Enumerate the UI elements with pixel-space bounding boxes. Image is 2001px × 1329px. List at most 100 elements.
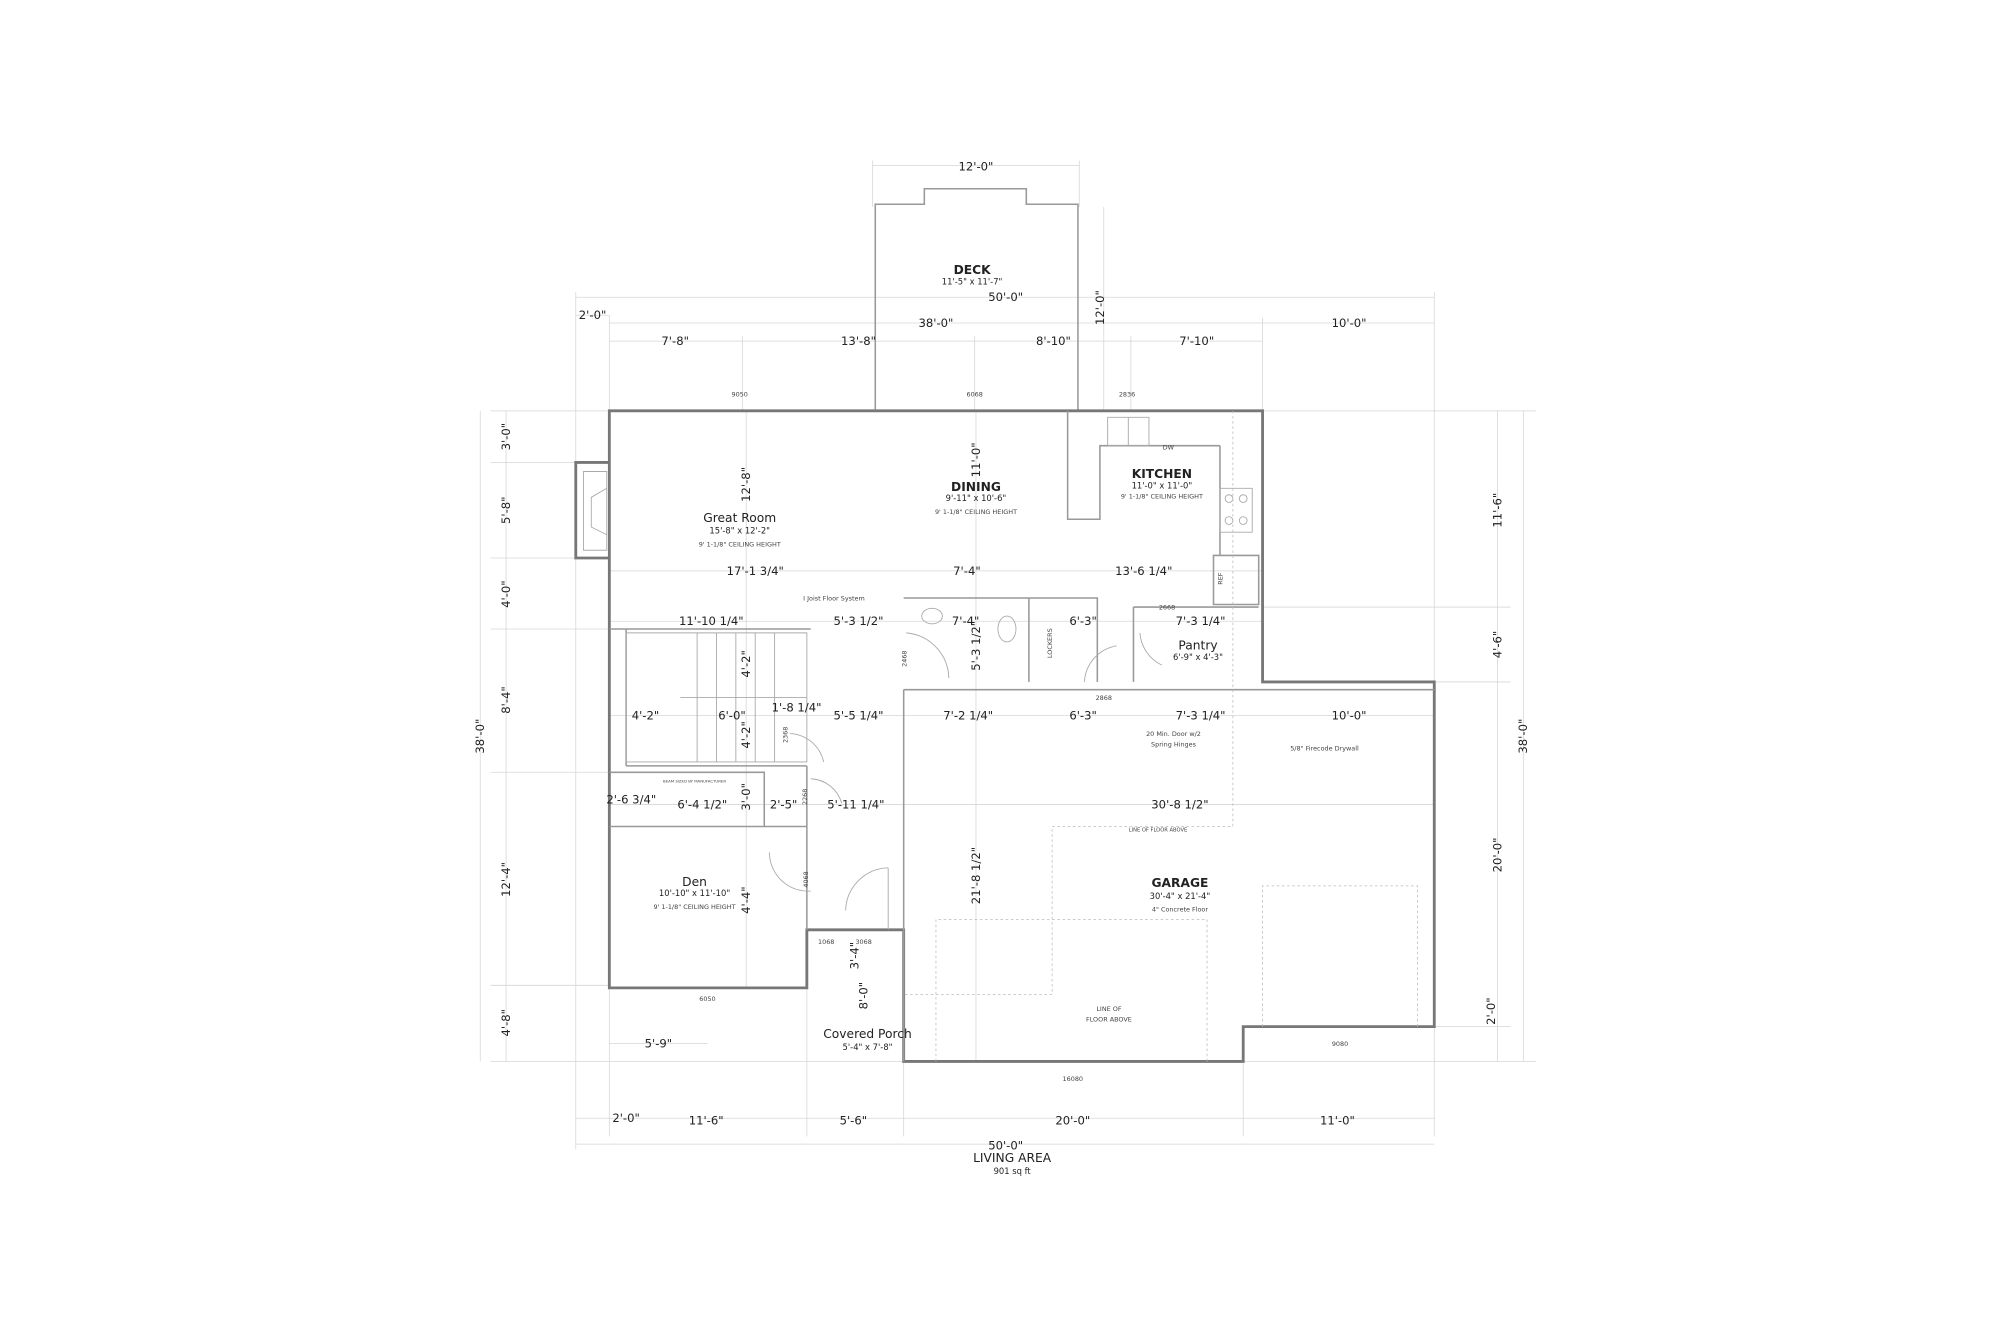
line-of-floor-above xyxy=(903,410,1418,1062)
svg-text:3'-0": 3'-0" xyxy=(739,783,753,811)
svg-text:30'-8 1/2": 30'-8 1/2" xyxy=(1151,797,1208,811)
svg-text:5'-11 1/4": 5'-11 1/4" xyxy=(827,797,884,811)
svg-text:10'-0": 10'-0" xyxy=(1332,708,1367,722)
room-garage: GARAGE 30'-4" x 21'-4" 4" Concrete Floor xyxy=(1150,876,1211,914)
svg-text:LINE OF FLOOR ABOVE: LINE OF FLOOR ABOVE xyxy=(1129,828,1188,834)
svg-text:6'-0": 6'-0" xyxy=(718,708,745,722)
svg-text:20 Min. Door w/2: 20 Min. Door w/2 xyxy=(1146,730,1201,738)
svg-text:7'-8": 7'-8" xyxy=(661,334,689,348)
toilet xyxy=(997,615,1017,643)
svg-text:5'-6": 5'-6" xyxy=(840,1114,867,1128)
room-pantry: Pantry 6'-9" x 4'-3" xyxy=(1173,639,1223,662)
svg-text:2836: 2836 xyxy=(1119,391,1135,399)
svg-text:5'-9": 5'-9" xyxy=(645,1036,673,1050)
deck-outline xyxy=(874,188,1079,411)
svg-text:9' 1-1/8" CEILING HEIGHT: 9' 1-1/8" CEILING HEIGHT xyxy=(654,903,736,911)
svg-text:10'-10" x 11'-10": 10'-10" x 11'-10" xyxy=(659,888,730,898)
room-covered-porch: Covered Porch 5'-4" x 7'-8" xyxy=(823,1027,912,1052)
svg-text:2'-0": 2'-0" xyxy=(1484,997,1498,1025)
svg-text:I Joist Floor System: I Joist Floor System xyxy=(803,595,865,603)
svg-text:2'-5": 2'-5" xyxy=(770,797,798,811)
svg-text:5'-5 1/4": 5'-5 1/4" xyxy=(834,708,884,722)
svg-text:6050: 6050 xyxy=(699,995,715,1003)
sink-bath xyxy=(921,607,943,625)
svg-text:REF: REF xyxy=(1217,572,1225,585)
living-area-summary: LIVING AREA 901 sq ft xyxy=(973,1151,1052,1176)
svg-text:50'-0": 50'-0" xyxy=(988,290,1023,304)
svg-text:11'-10 1/4": 11'-10 1/4" xyxy=(679,614,744,628)
svg-text:3'-0": 3'-0" xyxy=(499,423,513,451)
door-swings xyxy=(768,632,1163,930)
svg-text:38'-0": 38'-0" xyxy=(1516,719,1530,754)
svg-text:5'-3 1/2": 5'-3 1/2" xyxy=(834,614,884,628)
svg-text:13'-8": 13'-8" xyxy=(841,334,876,348)
svg-text:GARAGE: GARAGE xyxy=(1152,876,1209,890)
svg-text:7'-3 1/4": 7'-3 1/4" xyxy=(1176,708,1226,722)
svg-text:1'-8 1/4": 1'-8 1/4" xyxy=(772,701,822,715)
svg-text:3'-4": 3'-4" xyxy=(847,942,861,970)
svg-text:4'-2": 4'-2" xyxy=(632,708,660,722)
svg-text:KITCHEN: KITCHEN xyxy=(1132,467,1192,481)
svg-text:15'-8" x 12'-2": 15'-8" x 12'-2" xyxy=(709,525,770,535)
svg-text:17'-1 3/4": 17'-1 3/4" xyxy=(727,564,784,578)
svg-text:6'-3": 6'-3" xyxy=(1069,614,1097,628)
svg-text:12'-0": 12'-0" xyxy=(959,160,994,174)
svg-text:901 sq ft: 901 sq ft xyxy=(994,1166,1032,1176)
svg-text:3068: 3068 xyxy=(855,938,871,946)
svg-text:2668: 2668 xyxy=(1159,604,1175,612)
svg-text:1068: 1068 xyxy=(818,938,834,946)
svg-text:4'-0": 4'-0" xyxy=(499,580,513,608)
svg-text:Spring Hinges: Spring Hinges xyxy=(1151,740,1197,748)
svg-text:FLOOR ABOVE: FLOOR ABOVE xyxy=(1086,1015,1132,1023)
svg-text:7'-4": 7'-4" xyxy=(953,564,980,578)
svg-text:Covered Porch: Covered Porch xyxy=(823,1027,912,1041)
svg-text:11'-0": 11'-0" xyxy=(1320,1114,1355,1128)
svg-text:8'-4": 8'-4" xyxy=(499,686,513,714)
svg-text:2868: 2868 xyxy=(1096,694,1112,702)
svg-text:6'-3": 6'-3" xyxy=(1069,708,1097,722)
svg-text:DW: DW xyxy=(1163,444,1175,452)
svg-text:21'-8 1/2": 21'-8 1/2" xyxy=(969,847,983,904)
svg-text:38'-0": 38'-0" xyxy=(473,719,487,754)
exterior-walls xyxy=(607,409,1436,1063)
svg-text:5'-4" x 7'-8": 5'-4" x 7'-8" xyxy=(843,1042,893,1052)
dimension-labels: 12'-0" 50'-0" 2'-0" 38'-0" 10'-0" 7'-8" … xyxy=(473,160,1530,1153)
svg-text:8'-0": 8'-0" xyxy=(857,982,871,1010)
svg-text:11'-6": 11'-6" xyxy=(689,1114,724,1128)
svg-text:4068: 4068 xyxy=(802,871,810,887)
svg-text:6'-9" x 4'-3": 6'-9" x 4'-3" xyxy=(1173,652,1223,662)
svg-text:9' 1-1/8" CEILING HEIGHT: 9' 1-1/8" CEILING HEIGHT xyxy=(699,540,781,548)
range xyxy=(1219,487,1253,533)
svg-text:5'-8": 5'-8" xyxy=(499,496,513,524)
interior-walls xyxy=(609,410,1435,1062)
svg-text:LOCKERS: LOCKERS xyxy=(1046,628,1054,658)
room-great-room: Great Room 15'-8" x 12'-2" 9' 1-1/8" CEI… xyxy=(699,511,781,549)
svg-text:7'-4": 7'-4" xyxy=(952,614,980,628)
svg-text:7'-2 1/4": 7'-2 1/4" xyxy=(943,708,993,722)
svg-text:4'-2": 4'-2" xyxy=(739,650,753,678)
svg-text:9' 1-1/8" CEILING HEIGHT: 9' 1-1/8" CEILING HEIGHT xyxy=(1121,493,1203,501)
svg-text:13'-6 1/4": 13'-6 1/4" xyxy=(1115,564,1172,578)
svg-text:11'-6": 11'-6" xyxy=(1490,493,1504,528)
room-kitchen: KITCHEN 11'-0" x 11'-0" 9' 1-1/8" CEILIN… xyxy=(1121,467,1203,501)
svg-text:9'-11" x 10'-6": 9'-11" x 10'-6" xyxy=(946,493,1007,503)
dimension-lines xyxy=(479,160,1537,1150)
svg-text:20'-0": 20'-0" xyxy=(1490,837,1504,872)
room-dining: DINING 9'-11" x 10'-6" 9' 1-1/8" CEILING… xyxy=(935,480,1017,516)
svg-text:12'-0": 12'-0" xyxy=(1093,290,1107,325)
svg-text:2368: 2368 xyxy=(781,727,789,743)
svg-text:5/8" Firecode Drywall: 5/8" Firecode Drywall xyxy=(1290,744,1359,752)
svg-text:6'-4 1/2": 6'-4 1/2" xyxy=(677,797,727,811)
svg-text:9080: 9080 xyxy=(1332,1040,1348,1048)
svg-text:9050: 9050 xyxy=(732,391,748,399)
opening-labels: 9050 6068 2836 DW 2668 2868 2468 2368 22… xyxy=(699,391,1348,1083)
svg-text:5'-3 1/2": 5'-3 1/2" xyxy=(969,621,983,671)
svg-text:DINING: DINING xyxy=(951,480,1001,494)
stairs xyxy=(625,632,808,763)
svg-text:6068: 6068 xyxy=(966,391,982,399)
svg-text:BEAM SIZED BY MANUFACTURER: BEAM SIZED BY MANUFACTURER xyxy=(663,779,726,784)
svg-text:2268: 2268 xyxy=(801,789,809,805)
svg-text:Pantry: Pantry xyxy=(1178,639,1217,653)
svg-text:9' 1-1/8" CEILING HEIGHT: 9' 1-1/8" CEILING HEIGHT xyxy=(935,508,1017,516)
